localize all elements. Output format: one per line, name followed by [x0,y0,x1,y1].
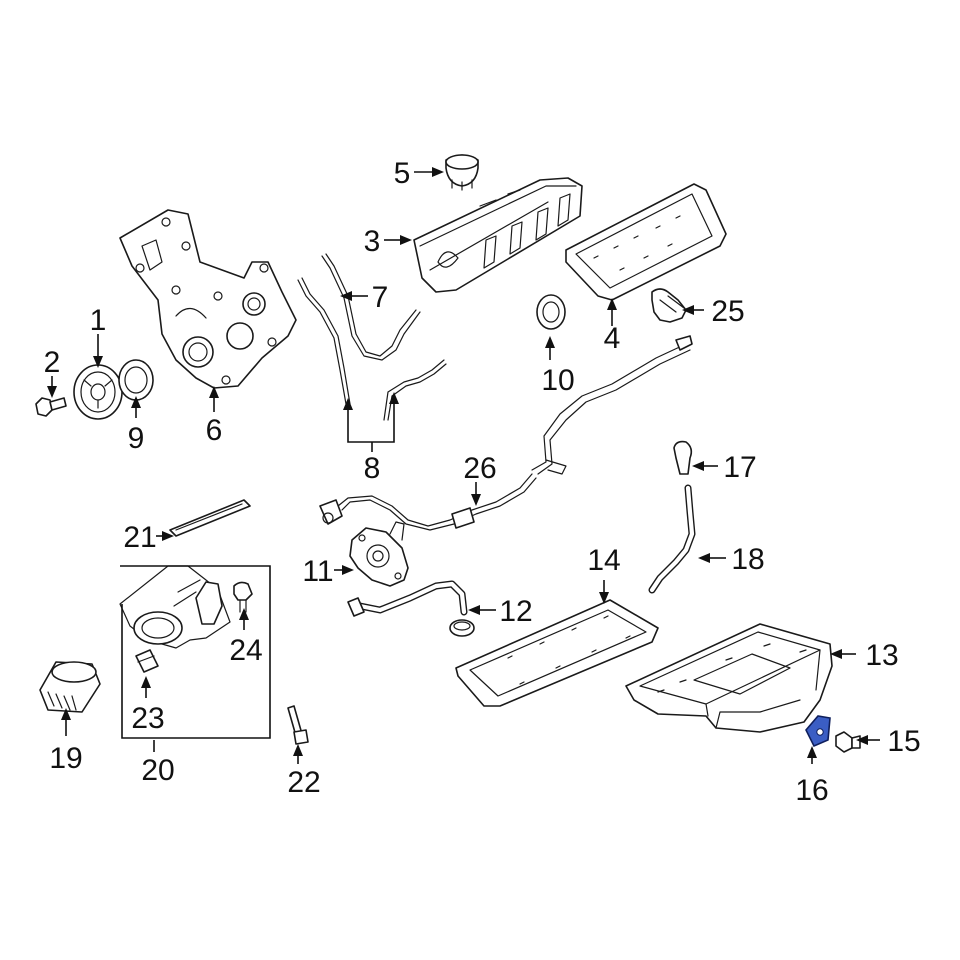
callout-3: 3 [364,225,381,258]
adapter-bolt-part [287,705,309,745]
callout-labels: 1 2 3 4 5 6 7 8 9 10 11 12 13 14 15 16 1… [44,157,921,807]
drain-plug-part [835,731,861,753]
callout-7: 7 [372,281,389,314]
callout-13: 13 [865,639,898,672]
valve-cover-gasket-part [565,183,727,301]
group-box-20 [120,565,271,739]
oil-filler-cap-part [445,154,479,191]
front-seal-part [536,294,566,330]
leader-lines [47,167,880,764]
callout-2: 2 [44,346,61,379]
callout-26: 26 [463,452,496,485]
callout-25: 25 [711,295,744,328]
oil-pickup-tube-part [347,580,475,637]
callout-1: 1 [90,304,107,337]
oil-level-sensor-part [319,335,693,531]
callout-9: 9 [128,422,145,455]
crank-seal-part [118,359,154,401]
callout-14: 14 [587,544,620,577]
callout-16: 16 [795,774,828,807]
oil-pan-part [625,623,833,733]
callout-23: 23 [131,702,164,735]
callout-10: 10 [541,364,574,397]
dipstick-part [673,440,693,475]
oil-pan-gasket-part [455,599,659,707]
dipstick-tube-part [648,484,696,594]
oil-filter-part [39,661,101,713]
pcv-valve-part [651,288,687,323]
callout-8: 8 [364,452,381,485]
callout-20: 20 [141,754,174,787]
valve-cover-part [413,177,583,293]
oil-filter-adapter-group [119,565,253,673]
callout-18: 18 [731,543,764,576]
callout-21: 21 [123,521,156,554]
callout-4: 4 [604,322,621,355]
callout-12: 12 [499,595,532,628]
drain-plug-gasket-part [805,715,831,748]
callout-19: 19 [49,742,82,775]
callout-11: 11 [302,555,333,588]
callout-15: 15 [887,725,920,758]
timing-cover-part [119,209,297,389]
callout-6: 6 [206,414,223,447]
oil-pump-part [349,521,409,587]
callout-17: 17 [723,451,756,484]
callout-22: 22 [287,766,320,799]
callout-5: 5 [394,157,411,190]
pulley-bolt-part [35,397,67,417]
thermostat-housing-gasket-part [169,499,251,537]
crankshaft-pulley-part [73,364,123,420]
callout-24: 24 [229,634,262,667]
